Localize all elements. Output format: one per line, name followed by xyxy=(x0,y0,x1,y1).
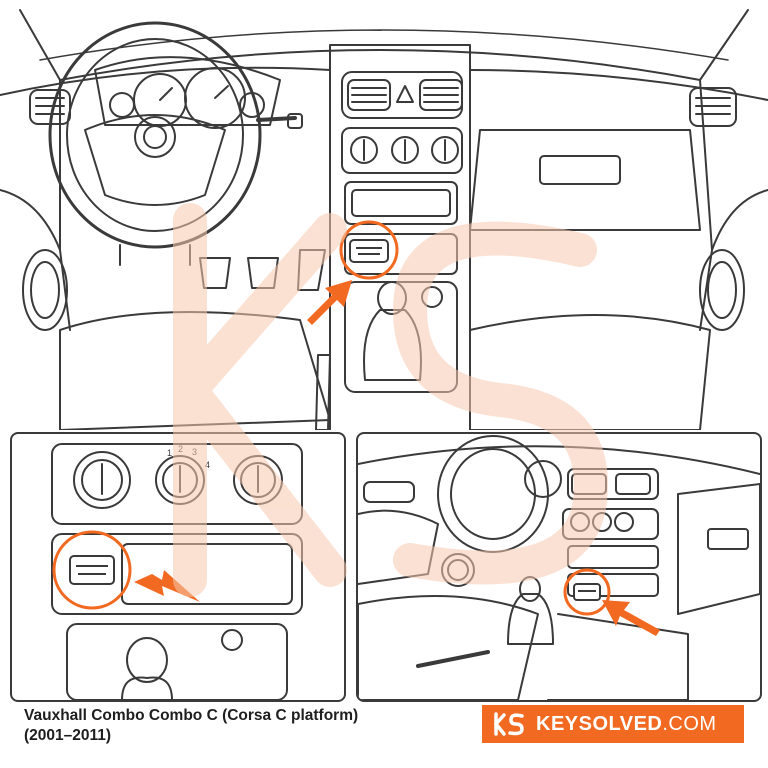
ks-logo-icon xyxy=(494,712,524,736)
pointer-arrow-icon xyxy=(602,600,660,636)
vehicle-caption: Vauxhall Combo Combo C (Corsa C platform… xyxy=(24,706,454,746)
caption-line-1: Vauxhall Combo Combo C (Corsa C platform… xyxy=(24,707,359,724)
keysolved-brand-badge: KEYSOLVED.COM xyxy=(482,705,744,743)
dashboard-main-illustration xyxy=(0,9,768,430)
obd-highlight-circle xyxy=(52,530,132,610)
brand-name: KEYSOLVED.COM xyxy=(536,712,717,735)
obd-port-icon xyxy=(573,583,601,601)
obd-port-icon xyxy=(69,555,115,585)
inset-closeup-console: 1 2 3 4 xyxy=(10,432,346,702)
dial-number-4: 4 xyxy=(205,460,210,470)
inset-cabin-overview xyxy=(356,432,762,702)
dial-number-1: 1 xyxy=(167,448,172,458)
hazard-triangle-icon xyxy=(396,85,414,103)
dial-number-2: 2 xyxy=(178,444,183,454)
caption-line-2: (2001–2011) xyxy=(24,727,112,744)
obd-port-icon xyxy=(349,239,389,263)
dial-number-3: 3 xyxy=(192,447,197,457)
